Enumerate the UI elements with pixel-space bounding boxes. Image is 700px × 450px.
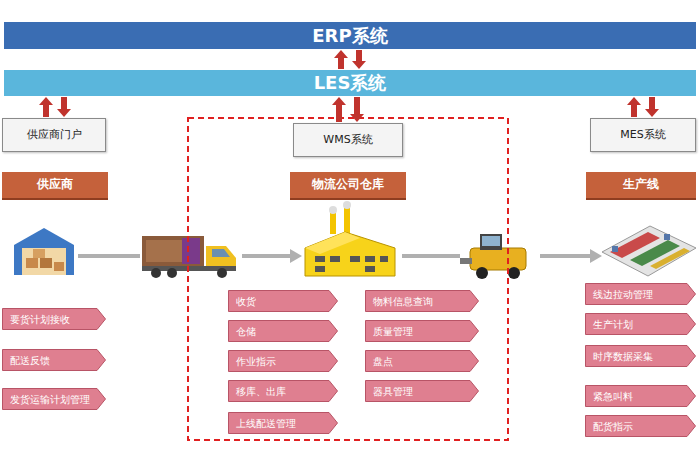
node-label: 配送反馈 xyxy=(10,355,50,366)
function-tag: 作业指示 xyxy=(228,350,338,372)
function-tag: 仓储 xyxy=(228,320,338,342)
double-arrow xyxy=(39,97,71,117)
tag-outline xyxy=(229,291,338,312)
arrow-shape xyxy=(627,97,641,117)
forklift-icon xyxy=(460,234,526,279)
node-label: 供应商门户 xyxy=(27,129,82,141)
tag-outline xyxy=(586,284,696,305)
tag-outline xyxy=(586,346,696,367)
node-label: 作业指示 xyxy=(236,356,276,367)
node-label: 移库、出库 xyxy=(236,386,286,397)
node-label: ERP系统 xyxy=(312,26,387,46)
function-tag: 器具管理 xyxy=(365,380,479,402)
arrow-shape xyxy=(57,97,71,117)
function-tag: 物料信息查询 xyxy=(365,290,479,312)
function-tag: 质量管理 xyxy=(365,320,479,342)
function-tag: 上线配送管理 xyxy=(228,412,338,434)
double-arrow xyxy=(334,50,366,69)
production-line-icon xyxy=(602,226,696,276)
function-tag: 时序数据采集 xyxy=(585,345,696,367)
node-label: 紧急叫料 xyxy=(593,391,633,402)
node-label: 收货 xyxy=(236,296,256,307)
node-label: 盘点 xyxy=(373,356,393,367)
function-tag: 配货指示 xyxy=(585,415,696,437)
double-arrow xyxy=(332,97,364,122)
node-label: 供应商 xyxy=(37,178,73,191)
arrow-shape xyxy=(334,50,348,69)
arrow-shape xyxy=(352,50,366,69)
function-tag: 收货 xyxy=(228,290,338,312)
node-label: 配货指示 xyxy=(593,421,633,432)
tag-outline xyxy=(3,389,106,410)
factory-icon xyxy=(305,201,395,276)
system-box: MES系统 xyxy=(590,118,696,152)
node-label: 物流公司仓库 xyxy=(312,178,384,191)
tag-outline xyxy=(229,321,338,342)
site-header: 物流公司仓库 xyxy=(290,172,406,200)
function-tag: 线边拉动管理 xyxy=(585,283,696,305)
tag-outline xyxy=(229,381,338,402)
node-label: WMS系统 xyxy=(323,134,372,146)
double-arrow xyxy=(627,97,659,117)
tag-outline xyxy=(366,291,479,312)
tag-outline xyxy=(366,381,479,402)
tag-outline xyxy=(366,321,479,342)
function-tag: 紧急叫料 xyxy=(585,385,696,407)
tag-outline xyxy=(586,314,696,335)
warehouse-icon xyxy=(14,228,74,275)
function-tag: 移库、出库 xyxy=(228,380,338,402)
function-tag: 要货计划接收 xyxy=(2,308,106,330)
node-label: MES系统 xyxy=(620,129,665,141)
node-label: 要货计划接收 xyxy=(10,314,70,325)
tag-outline xyxy=(366,351,479,372)
arrow-shape xyxy=(332,97,346,122)
node-label: 物料信息查询 xyxy=(373,296,433,307)
function-tag: 盘点 xyxy=(365,350,479,372)
node-label: 质量管理 xyxy=(373,326,413,337)
wms-region-outline xyxy=(188,118,508,440)
arrow-shape xyxy=(645,97,659,117)
tag-outline xyxy=(586,386,696,407)
node-label: LES系统 xyxy=(314,73,387,93)
tag-outline xyxy=(3,350,106,371)
system-box: 供应商门户 xyxy=(2,118,106,152)
node-label: 生产线 xyxy=(623,178,659,191)
tag-outline xyxy=(3,309,106,330)
node-label: 生产计划 xyxy=(593,319,633,330)
tag-outline xyxy=(229,413,338,434)
node-label: 时序数据采集 xyxy=(593,351,653,362)
node-label: 发货运输计划管理 xyxy=(10,394,90,405)
function-tag: 配送反馈 xyxy=(2,349,106,371)
function-tag: 生产计划 xyxy=(585,313,696,335)
tag-outline xyxy=(229,351,338,372)
node-label: 上线配送管理 xyxy=(236,418,296,429)
les-band: LES系统 xyxy=(4,70,696,96)
node-label: 线边拉动管理 xyxy=(593,289,653,300)
node-label: 仓储 xyxy=(236,326,256,337)
erp-band: ERP系统 xyxy=(4,22,696,49)
arrow-shape xyxy=(350,97,364,122)
site-header: 供应商 xyxy=(2,172,108,200)
tag-outline xyxy=(586,416,696,437)
site-header: 生产线 xyxy=(586,172,696,200)
arrow-shape xyxy=(39,97,53,117)
function-tag: 发货运输计划管理 xyxy=(2,388,106,410)
node-label: 器具管理 xyxy=(373,386,413,397)
system-box: WMS系统 xyxy=(293,123,403,157)
